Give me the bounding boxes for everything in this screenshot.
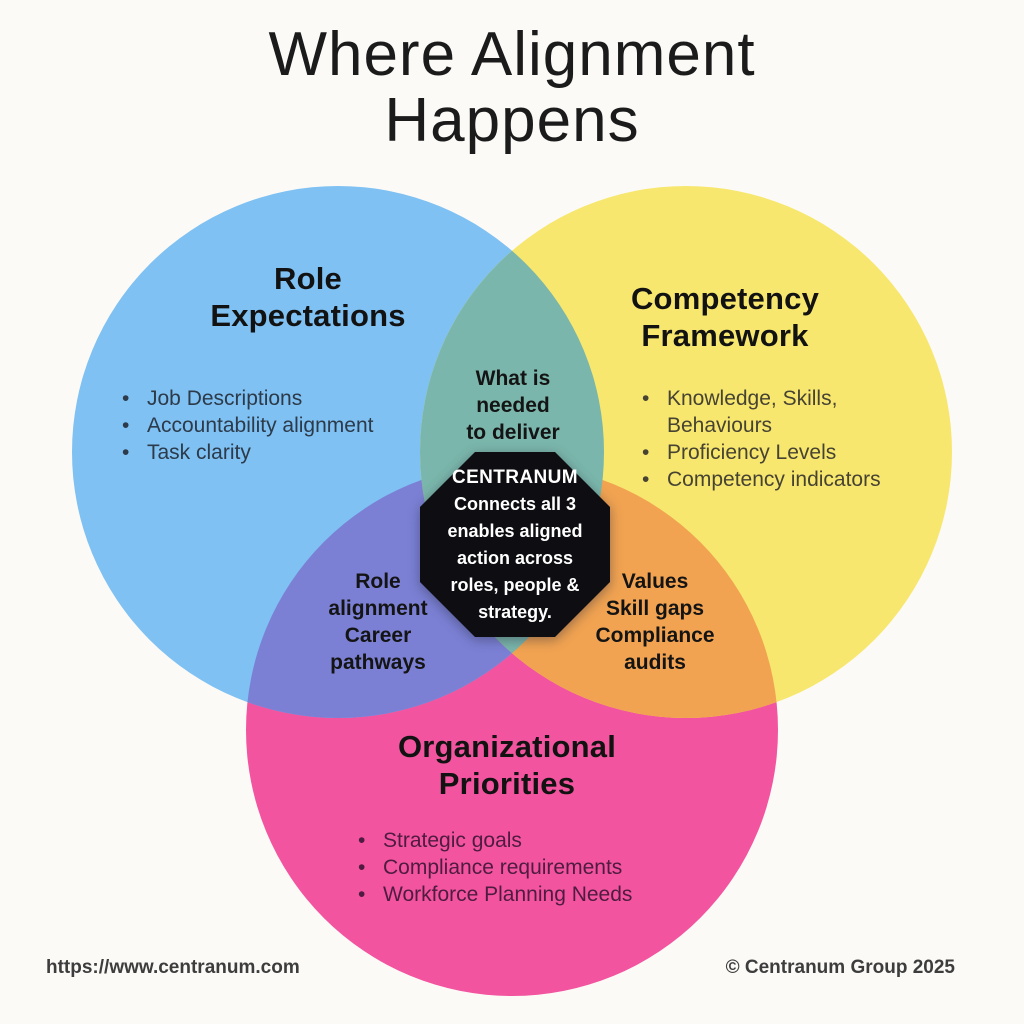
center-description: Connects all 3 enables aligned action ac…	[447, 494, 583, 622]
footer-url: https://www.centranum.com	[46, 957, 300, 978]
bullet-item: Job Descriptions	[120, 385, 420, 412]
center-octagon	[420, 452, 610, 637]
competency-organizational-overlap-label: Values Skill gaps Compliance audits	[595, 570, 715, 674]
bullet-item: Workforce Planning Needs	[356, 881, 672, 908]
role-organizational-overlap-label: Role alignment Career pathways	[328, 570, 428, 674]
footer-copyright: © Centranum Group 2025	[725, 957, 955, 978]
competency-organizational-overlap	[420, 464, 778, 718]
bullet-item: Strategic goals	[356, 827, 672, 854]
role-competency-overlap-label: What is needed to deliver	[466, 367, 560, 444]
organizational-priorities-heading: Organizational Priorities	[397, 729, 617, 801]
role-expectations-bullets: Job Descriptions Accountability alignmen…	[120, 385, 420, 466]
page-title-line1: Where Alignment	[268, 20, 756, 89]
competency-framework-bullets: Knowledge, Skills, Behaviours Proficienc…	[640, 385, 922, 493]
page-title: Where Alignment Happens	[0, 22, 1024, 154]
organizational-priorities-bullets: Strategic goals Compliance requirements …	[356, 827, 672, 908]
role-expectations-heading: Role Expectations	[210, 261, 406, 333]
bullet-item: Task clarity	[120, 439, 420, 466]
center-octagon-text: CENTRANUM Connects all 3 enables aligned…	[420, 452, 610, 638]
page-title-line2: Happens	[384, 86, 640, 155]
bullet-item: Compliance requirements	[356, 854, 672, 881]
center-brand: CENTRANUM	[451, 467, 579, 488]
bullet-item: Competency indicators	[640, 466, 922, 493]
bullet-item: Accountability alignment	[120, 412, 420, 439]
bullet-item: Proficiency Levels	[640, 439, 922, 466]
competency-framework-heading: Competency Framework	[630, 281, 820, 353]
role-organizational-overlap	[246, 464, 604, 718]
bullet-item: Knowledge, Skills, Behaviours	[640, 385, 922, 439]
